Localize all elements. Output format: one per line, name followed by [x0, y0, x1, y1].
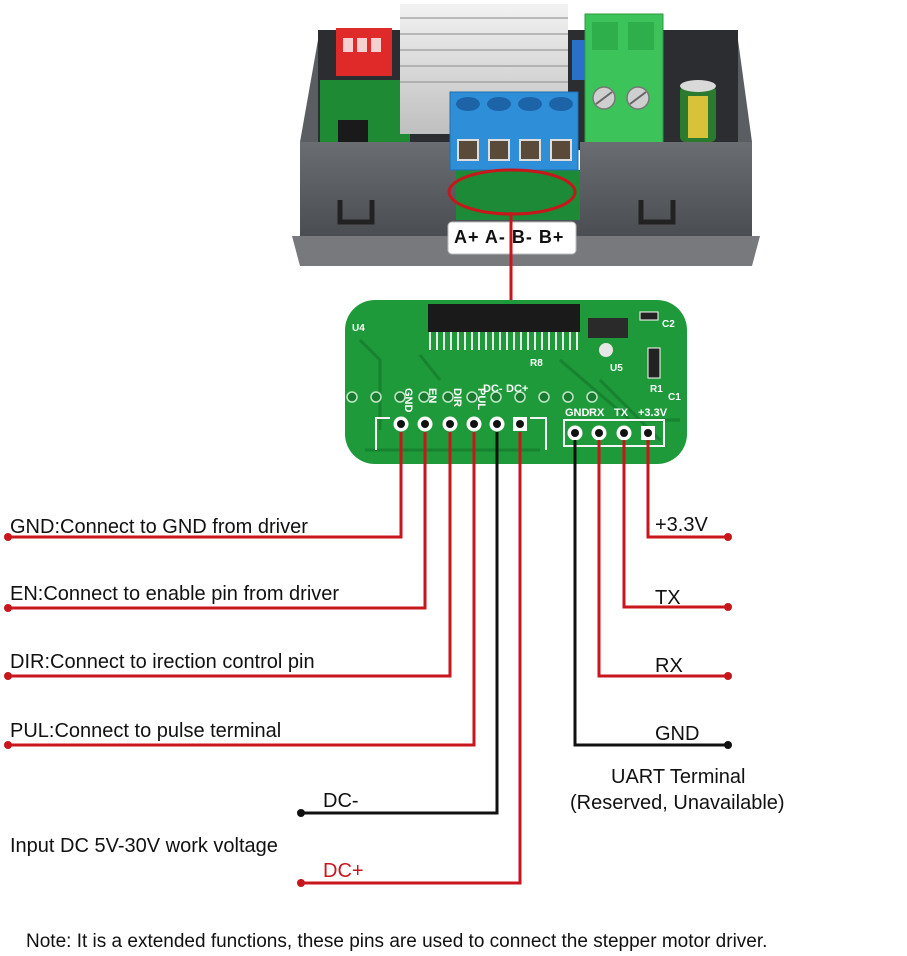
potentiometer	[572, 40, 586, 80]
pcb-label-uart-rx: RX	[589, 407, 605, 419]
enclosure-left-wall	[300, 40, 318, 142]
component-c1: C1	[668, 392, 681, 403]
header-pads	[393, 416, 655, 441]
header-outline-left	[375, 417, 547, 450]
wires	[4, 432, 732, 887]
wire-uart-rx	[597, 440, 728, 678]
wire-uart-tx	[622, 440, 728, 609]
pad-hole	[571, 429, 579, 437]
power-terminal-block	[584, 13, 664, 145]
label-pul-driver: PUL:Connect to pulse terminal	[10, 720, 282, 742]
clip-slot-left	[337, 200, 375, 225]
enclosure-right-wall	[738, 40, 752, 142]
pad-hole	[446, 420, 454, 428]
pad-hole	[620, 429, 628, 437]
wire-uart-3v3-endpoint	[724, 533, 732, 541]
wire-dc-minus	[301, 432, 499, 815]
wire-gnd	[8, 432, 403, 539]
label-dc-plus: DC+	[323, 860, 364, 882]
capacitor	[680, 80, 716, 142]
wire-uart-3v3	[646, 440, 728, 539]
pad-hole	[644, 429, 652, 437]
pad-hole	[397, 420, 405, 428]
pcb-label-pul: PUL	[475, 388, 487, 410]
label-gnd-driver: GND:Connect to GND from driver	[10, 516, 308, 538]
pad-hole	[516, 420, 524, 428]
pad-hole	[493, 420, 501, 428]
wire-en-endpoint	[4, 604, 12, 612]
component-c2: C2	[662, 319, 675, 330]
footnote: Note: It is a extended functions, these …	[26, 931, 768, 952]
label-dir-driver: DIR:Connect to irection control pin	[10, 651, 315, 673]
via-row	[346, 391, 598, 403]
wire-dir-endpoint	[4, 672, 12, 680]
wire-dc-plus	[301, 432, 522, 885]
pcb-label-uart-gnd: GND	[565, 407, 590, 419]
wire-dir	[8, 432, 452, 678]
wire-uart-gnd	[573, 440, 728, 747]
wire-pul	[8, 432, 476, 747]
wire-dc-minus-endpoint	[297, 809, 305, 817]
clip-slot-right	[638, 200, 676, 225]
wire-pul-endpoint	[4, 741, 12, 749]
component-r8: R8	[530, 358, 543, 369]
uart-subtitle: (Reserved, Unavailable)	[570, 792, 785, 814]
pcb-label-gnd: GND	[402, 388, 414, 413]
component-u4: U4	[352, 323, 365, 334]
label-uart-rx: RX	[655, 655, 683, 677]
device-module	[292, 4, 760, 266]
label-uart-tx: TX	[655, 587, 681, 609]
uart-title: UART Terminal	[611, 766, 746, 788]
label-input-voltage: Input DC 5V-30V work voltage	[10, 835, 278, 857]
inner-chip	[338, 120, 368, 145]
regulator-pad	[599, 343, 613, 357]
pcb-label-dir: DIR	[451, 388, 463, 407]
label-uart-3v3: +3.3V	[655, 514, 708, 536]
wire-uart-rx-endpoint	[724, 672, 732, 680]
wire-uart-gnd-endpoint	[724, 741, 732, 749]
wire-dc-plus-endpoint	[297, 879, 305, 887]
capacitor-c2	[639, 311, 659, 321]
pad-hole	[595, 429, 603, 437]
wire-gnd-endpoint	[4, 533, 12, 541]
pad-hole	[470, 420, 478, 428]
wire-en	[8, 432, 427, 610]
header-outline-uart	[563, 419, 665, 447]
component-r1: R1	[650, 384, 663, 395]
regulator-u5	[588, 318, 628, 338]
dip-switch	[336, 28, 392, 76]
label-dc-minus: DC-	[323, 790, 359, 812]
motor-terminal-block	[449, 91, 579, 171]
pcb-label-uart-33v: +3.3V	[638, 407, 668, 419]
pcb-label-uart-tx: TX	[614, 407, 629, 419]
pad-hole	[421, 420, 429, 428]
component-u5: U5	[610, 363, 623, 374]
label-en-driver: EN:Connect to enable pin from driver	[10, 583, 340, 605]
wire-uart-tx-endpoint	[724, 603, 732, 611]
label-uart-gnd: GND	[655, 723, 700, 745]
terminal-label: A+ A- B- B+	[454, 227, 565, 247]
main-ic	[428, 304, 580, 350]
resistor-r1	[647, 347, 661, 379]
